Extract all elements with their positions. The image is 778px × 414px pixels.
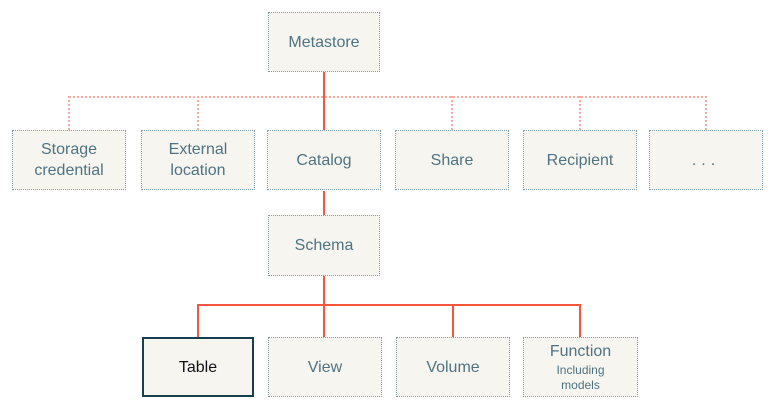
connector-drop-recipient — [579, 96, 581, 130]
node-function: Function Including models — [523, 337, 638, 397]
connector-drop-external-location — [197, 96, 199, 130]
node-volume-label: Volume — [426, 358, 480, 376]
node-external-location-label: External location — [168, 141, 228, 179]
node-share-label: Share — [430, 151, 474, 169]
connector-schema-children-bus — [197, 304, 581, 306]
connector-drop-volume — [452, 306, 454, 337]
node-storage-credential: Storage credential — [12, 130, 126, 190]
connector-drop-ellipsis — [705, 96, 707, 130]
node-schema-label: Schema — [294, 237, 354, 254]
node-function-sublabel: Including models — [556, 363, 605, 392]
connector-drop-function — [579, 306, 581, 337]
node-metastore: Metastore — [268, 12, 380, 72]
node-storage-credential-label: Storage credential — [34, 141, 104, 179]
node-catalog-label: Catalog — [296, 151, 352, 169]
node-table-label: Table — [178, 358, 218, 376]
node-recipient: Recipient — [523, 130, 637, 190]
node-share: Share — [395, 130, 509, 190]
connector-metastore-trunk — [323, 72, 325, 130]
node-ellipsis-label: ... — [691, 151, 721, 169]
connector-catalog-schema — [323, 191, 325, 215]
connector-schema-trunk — [323, 276, 325, 337]
node-schema: Schema — [268, 215, 380, 276]
node-catalog: Catalog — [267, 130, 381, 190]
node-recipient-label: Recipient — [546, 151, 614, 169]
node-volume: Volume — [396, 337, 510, 397]
node-external-location: External location — [141, 130, 255, 190]
node-function-label: Function — [549, 343, 612, 360]
connector-metastore-children-bus — [69, 96, 707, 98]
connector-drop-storage-credential — [68, 96, 70, 130]
node-ellipsis: ... — [649, 130, 763, 190]
connector-drop-share — [451, 96, 453, 130]
connector-drop-table — [197, 306, 199, 337]
node-metastore-label: Metastore — [288, 33, 360, 51]
node-table: Table — [142, 337, 254, 397]
node-view-label: View — [307, 358, 343, 376]
node-view: View — [268, 337, 382, 397]
